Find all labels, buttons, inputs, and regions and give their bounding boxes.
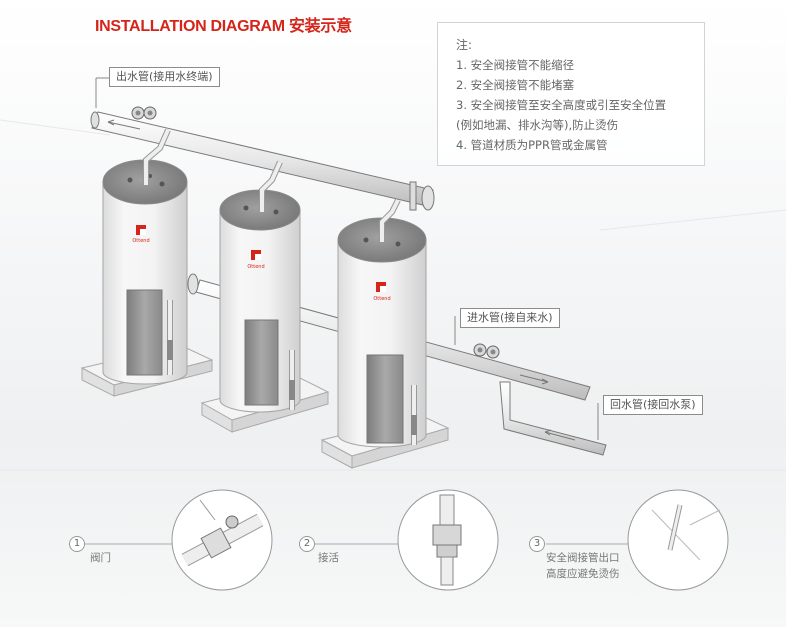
detail-number-2: 2 (299, 536, 315, 552)
inlet-pipe-label: 进水管(接自来水) (460, 308, 560, 328)
detail-number-3: 3 (529, 536, 545, 552)
notes-heading: 注: (456, 38, 473, 52)
return-pipe-label: 回水管(接回水泵) (603, 395, 703, 415)
note-item: 4. 管道材质为PPR管或金属管 (456, 138, 608, 152)
detail-caption-union: 接活 (318, 552, 339, 564)
installation-notes: 注: 1. 安全阀接管不能缩径 2. 安全阀接管不能堵塞 3. 安全阀接管至安全… (437, 22, 705, 166)
outlet-valve-icon (131, 106, 157, 120)
inlet-valve-icon (473, 343, 500, 359)
background-room (0, 119, 786, 471)
tank-brand: Ottend (247, 264, 264, 270)
return-pipe (499, 381, 607, 456)
tank-logo-text: Ottend (373, 296, 390, 302)
water-heater-tank (102, 128, 188, 385)
water-heater-tank (219, 160, 301, 413)
outlet-pipe-label: 出水管(接用水终端) (109, 67, 220, 87)
note-item: (例如地漏、排水沟等),防止烫伤 (456, 118, 619, 132)
outlet-pipe (90, 111, 435, 211)
detail-caption-safety-outlet-line2: 高度应避免烫伤 (546, 568, 620, 580)
detail-caption-safety-outlet: 安全阀接管出口 (546, 552, 620, 564)
note-item: 1. 安全阀接管不能缩径 (456, 58, 575, 72)
detail-valve (80, 489, 273, 591)
tank-logo-text: Ottend (132, 238, 149, 244)
tank-logo-text: Ottend (247, 264, 264, 270)
tank-brand: Ottend (132, 238, 149, 244)
page-title: INSTALLATION DIAGRAM 安装示意 (95, 18, 352, 35)
tank-brand: Ottend (373, 296, 390, 302)
note-item: 3. 安全阀接管至安全高度或引至安全位置 (456, 98, 667, 112)
detail-number-1: 1 (69, 536, 85, 552)
detail-caption-valve: 阀门 (90, 552, 111, 564)
detail-safety-valve-outlet (546, 489, 729, 591)
detail-union (312, 489, 499, 591)
water-heater-tank (337, 198, 427, 448)
note-item: 2. 安全阀接管不能堵塞 (456, 78, 575, 92)
